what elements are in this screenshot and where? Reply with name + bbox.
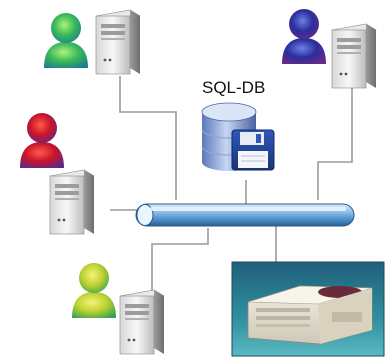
printer-icon bbox=[231, 261, 385, 357]
user-red-icon bbox=[20, 113, 64, 168]
user-blue-icon bbox=[282, 9, 326, 64]
server-tower-icon bbox=[95, 9, 141, 75]
database-label: SQL-DB bbox=[202, 78, 265, 97]
server-tower-icon bbox=[331, 23, 377, 89]
floppy-disk-icon bbox=[231, 129, 275, 171]
connection-lines bbox=[110, 72, 353, 300]
database-node: SQL-DB bbox=[201, 78, 275, 171]
user-green-icon bbox=[44, 13, 88, 68]
user-yellow-icon bbox=[72, 263, 116, 318]
network-bus-pipe bbox=[135, 203, 355, 227]
server-tower-icon bbox=[119, 289, 165, 355]
server-tower-icon bbox=[49, 169, 95, 235]
